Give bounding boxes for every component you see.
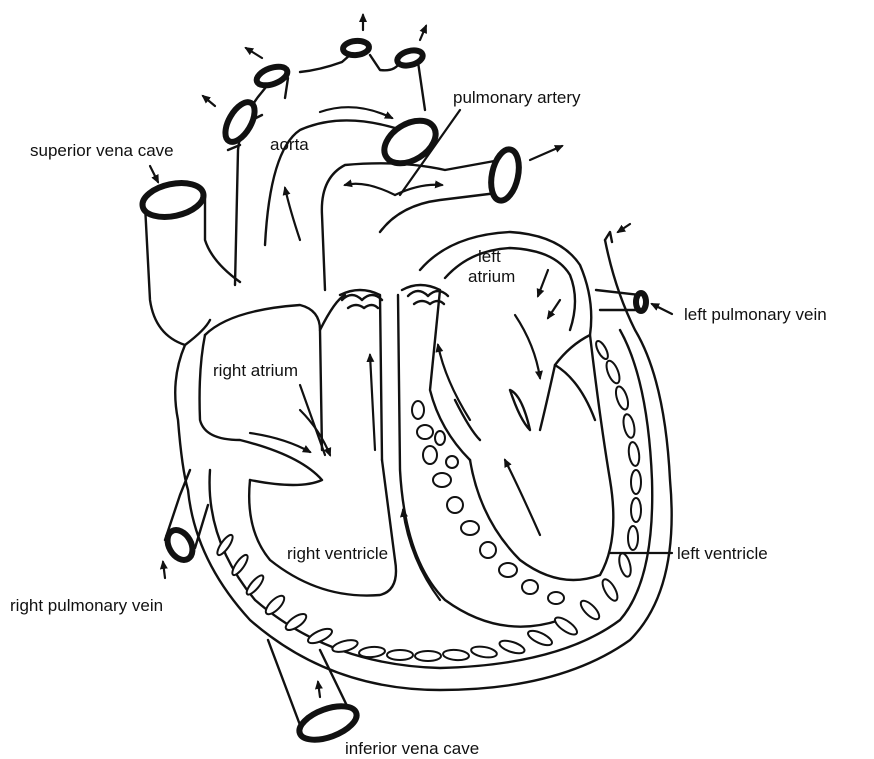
label-left-ventricle: left ventricle [677, 544, 768, 563]
label-superior-vena-cava: superior vena cave [30, 141, 174, 160]
label-left-atrium-line2: atrium [468, 267, 515, 286]
label-right-pulmonary-vein: right pulmonary vein [10, 596, 163, 615]
label-left-atrium-line1: left [478, 247, 501, 266]
leader-lines [300, 110, 672, 553]
heart-septum [320, 285, 560, 627]
label-inferior-vena-cava: inferior vena cave [345, 739, 479, 758]
right-atrium-chamber [185, 305, 322, 485]
right-pulmonary-vein-vessel [162, 470, 208, 564]
label-aorta: aorta [270, 135, 309, 154]
label-right-atrium: right atrium [213, 361, 298, 380]
pulmonary-valve [342, 295, 382, 308]
inferior-vena-cava-vessel [268, 640, 361, 746]
left-atrium-chamber [420, 232, 591, 440]
label-pulmonary-artery: pulmonary artery [453, 88, 581, 107]
superior-vena-cava-vessel [139, 178, 240, 345]
label-right-ventricle: right ventricle [287, 544, 388, 563]
aorta-vessel [219, 40, 443, 285]
label-left-pulmonary-vein: left pulmonary vein [684, 305, 827, 324]
aortic-valve [408, 291, 448, 304]
